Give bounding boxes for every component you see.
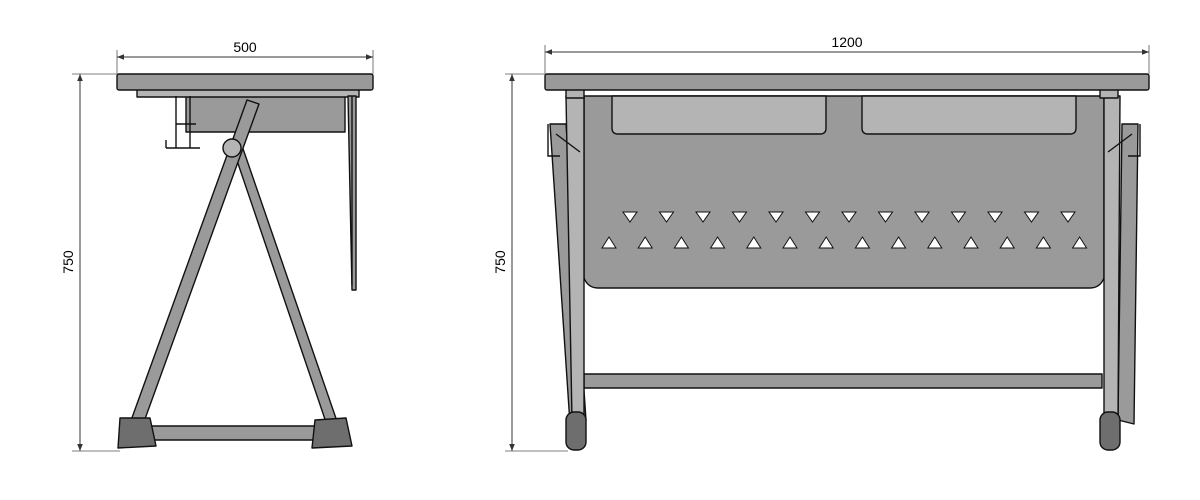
side-width-label: 500 [233, 39, 257, 55]
side-leg-joint [222, 138, 242, 158]
vent-hole-up [1071, 236, 1088, 249]
vent-hole-up [637, 236, 654, 249]
vent-hole-up [1035, 236, 1052, 249]
side-foot-right [311, 417, 353, 449]
front-hook-left [547, 124, 581, 157]
front-vent-pattern [601, 211, 1088, 249]
vent-hole-up [601, 236, 617, 249]
front-foot-left [565, 411, 587, 451]
front-drawer-left [611, 95, 827, 135]
vent-hole-down [622, 211, 638, 223]
vent-hole-down [804, 211, 821, 223]
side-height-label: 750 [60, 250, 76, 274]
vent-hole-down [841, 211, 857, 223]
vent-hole-up [999, 236, 1016, 249]
front-modesty-panel [583, 95, 1105, 289]
side-bag-hook [165, 96, 200, 149]
front-height-label: 750 [492, 250, 508, 274]
vent-hole-up [818, 236, 835, 249]
vent-hole-up [854, 236, 871, 249]
vent-hole-up [926, 236, 943, 249]
front-stretcher [583, 373, 1103, 389]
vent-hole-down [987, 211, 1003, 223]
vent-hole-down [695, 211, 711, 223]
side-leg-front [229, 139, 341, 435]
side-leg-crossbar [141, 425, 331, 441]
front-width-dimension: 1200 [544, 34, 1150, 74]
vent-hole-down [914, 211, 930, 223]
front-height-dimension: 750 [492, 73, 568, 452]
front-foot-right [1099, 411, 1121, 451]
vent-hole-up [745, 236, 762, 249]
vent-hole-up [673, 236, 690, 249]
vent-hole-down [877, 211, 894, 223]
front-hook-right [1107, 124, 1141, 157]
front-width-label: 1200 [831, 34, 862, 50]
vent-hole-up [890, 236, 907, 249]
side-height-dimension: 750 [60, 73, 120, 452]
vent-hole-down [731, 211, 748, 223]
vent-hole-up [963, 236, 979, 249]
vent-hole-down [768, 211, 784, 223]
vent-hole-up [782, 236, 798, 249]
side-view: 500 750 [60, 39, 374, 452]
vent-hole-down [658, 211, 675, 223]
vent-hole-down [950, 211, 967, 223]
front-leg-right [1117, 123, 1139, 425]
front-drawer-right [861, 95, 1077, 135]
side-tabletop [116, 73, 374, 91]
vent-hole-down [1023, 211, 1040, 223]
side-drawer [185, 95, 346, 133]
front-tabletop [544, 73, 1150, 91]
side-foot-left [117, 417, 157, 449]
side-width-dimension: 500 [116, 39, 374, 74]
vent-hole-up [709, 236, 726, 249]
front-view: 1200 750 [492, 34, 1150, 452]
vent-hole-down [1060, 211, 1076, 223]
